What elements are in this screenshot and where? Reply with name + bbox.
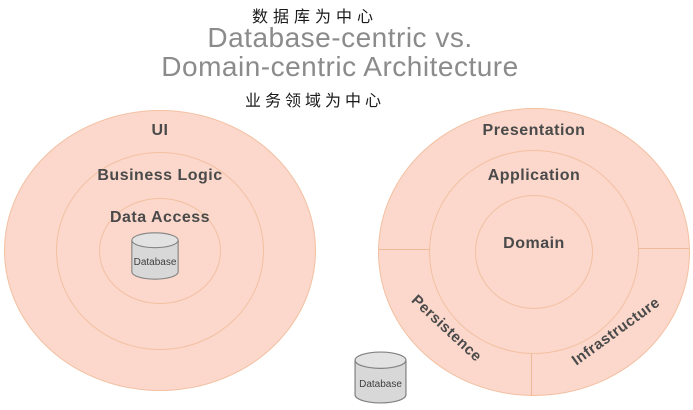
domain-label: Domain (503, 235, 565, 252)
title-line-1: Database-centric vs. (207, 22, 473, 53)
application-label: Application (487, 167, 581, 184)
title-line-2: Domain-centric Architecture (161, 51, 519, 82)
presentation-label: Presentation (482, 122, 586, 139)
database-label: Database (133, 257, 177, 268)
sector-divider-right (638, 248, 689, 249)
data-access-label: Data Access (109, 209, 211, 226)
cylinder-shape (354, 351, 407, 404)
database-label: Database (359, 378, 402, 390)
business-logic-label: Business Logic (97, 167, 223, 184)
database-cylinder-icon: Database (129, 231, 181, 281)
chinese-caption-domain-centric: 业务领域为中心 (244, 93, 385, 110)
page-title: Database-centric vs. Domain-centric Arch… (0, 23, 680, 81)
business-logic-ring-circle (56, 152, 264, 350)
application-ring-circle (429, 150, 639, 354)
chinese-caption-database-centric: 数据库为中心 (251, 9, 378, 26)
domain-ring-circle (475, 195, 593, 309)
sector-divider-left (379, 249, 430, 250)
cylinder-shape (131, 232, 179, 280)
ui-label: UI (151, 122, 169, 139)
external-database-cylinder-icon: Database (352, 350, 409, 405)
data-access-ring-circle (99, 198, 221, 304)
sector-divider-bottom (531, 353, 532, 396)
